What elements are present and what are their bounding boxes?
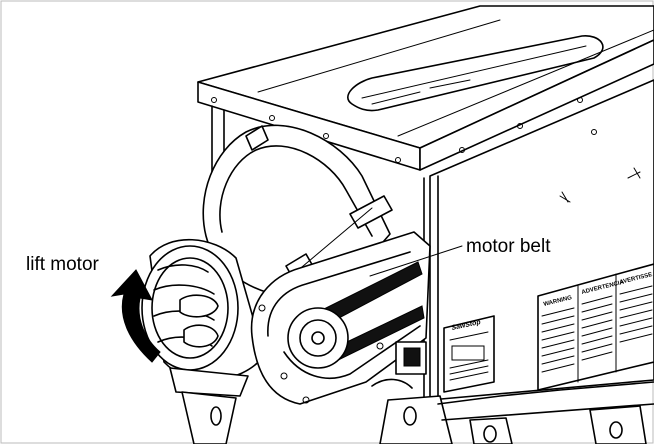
belt-guard bbox=[202, 124, 393, 297]
label-motor-belt: motor belt bbox=[466, 236, 551, 257]
lift-direction-arrow bbox=[110, 269, 161, 363]
motor-belt-assembly bbox=[250, 231, 431, 405]
nameplate: SawStop bbox=[443, 315, 495, 393]
switch-box bbox=[371, 341, 427, 389]
warning-decals: WARNING ADVERTENCIA AVERTISSE bbox=[537, 263, 654, 391]
motor-mount bbox=[169, 367, 654, 444]
motor-belt-leader-line bbox=[369, 245, 463, 277]
label-lift-motor: lift motor bbox=[26, 254, 100, 275]
table-top bbox=[197, 5, 654, 171]
